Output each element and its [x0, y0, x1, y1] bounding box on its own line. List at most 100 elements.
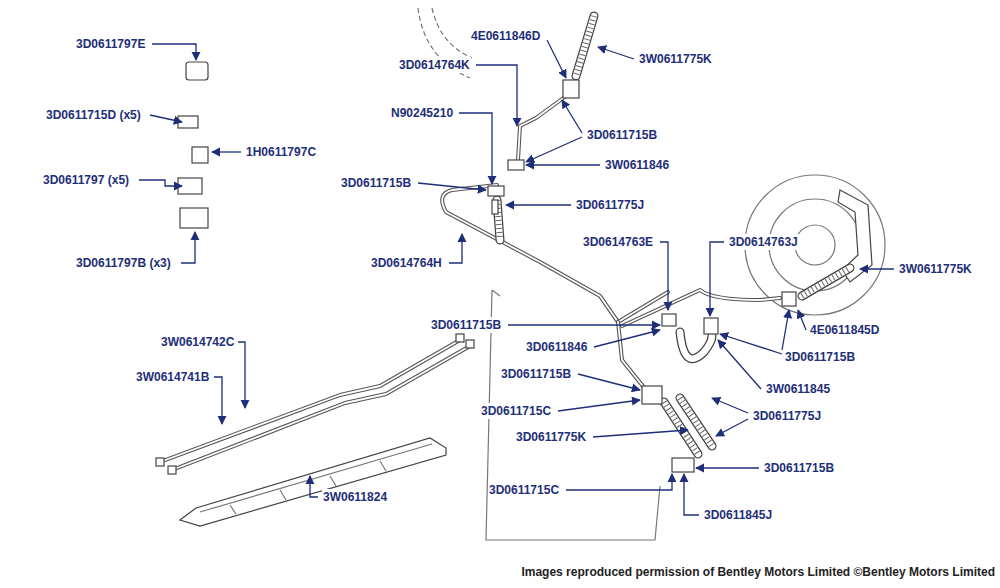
- leader-line: [150, 115, 182, 122]
- brake-hoses: [802, 268, 850, 296]
- leader-line: [310, 476, 318, 497]
- part-number: 3D0611797 (x5): [42, 172, 130, 188]
- brackets-and-clips: [180, 208, 208, 228]
- leader-line: [798, 310, 806, 330]
- brackets-and-clips: [186, 62, 208, 80]
- undertray: [180, 438, 446, 526]
- brackets-and-clips: [456, 334, 464, 342]
- leader-line: [566, 474, 672, 490]
- leader-line: [598, 47, 634, 59]
- part-number: 3D0611715C: [480, 403, 552, 419]
- brake-disc: [432, 8, 472, 58]
- leader-line: [712, 398, 748, 413]
- part-number: 3W0614742C: [160, 334, 235, 350]
- brackets-and-clips: [192, 147, 208, 163]
- leader-line: [508, 324, 660, 325]
- part-number: 3D0611715B: [340, 175, 412, 191]
- brackets-and-clips: [704, 318, 718, 334]
- part-number: 3D0611715C: [488, 482, 560, 498]
- leader-line: [152, 44, 196, 60]
- brake-hoses: [802, 268, 850, 296]
- leader-line: [506, 204, 571, 205]
- part-number: 3D0611845J: [703, 507, 773, 523]
- part-number: 3D0611797B (x3): [75, 255, 172, 271]
- brake-disc: [418, 8, 885, 315]
- brake-hoses: [576, 16, 594, 76]
- leader-line: [459, 113, 492, 184]
- part-number: 3W0611845: [765, 381, 831, 397]
- part-number: N90245210: [390, 105, 454, 121]
- leader-line: [720, 334, 782, 354]
- part-number: 3W0611775K: [898, 261, 973, 277]
- leader-line: [212, 151, 241, 152]
- part-number: 3W0611824: [322, 489, 388, 505]
- leader-line: [238, 342, 245, 408]
- brackets-and-clips: [492, 200, 498, 214]
- part-number: 3D0611775J: [575, 197, 645, 213]
- brake-disc: [795, 225, 835, 265]
- brackets-and-clips: [642, 386, 662, 404]
- copyright-note: Images reproduced permission of Bentley …: [520, 564, 996, 580]
- brake-hoses: [680, 332, 712, 359]
- part-number: 3D0611715B: [500, 366, 572, 382]
- brackets-and-clips: [488, 186, 504, 196]
- brake-pipes: [618, 322, 646, 390]
- leader-line: [860, 268, 894, 269]
- leader-line: [449, 234, 462, 263]
- part-number: 3D0611846: [525, 339, 588, 355]
- leader-line: [710, 242, 724, 316]
- brake-pipes: [518, 96, 566, 160]
- part-number: 4E0611846D: [470, 28, 541, 44]
- brackets-and-clips: [563, 80, 579, 98]
- part-number: 3D0611715B: [763, 460, 835, 476]
- brake-hoses: [680, 398, 712, 446]
- brake-pipes: [518, 96, 566, 160]
- leader-line: [214, 377, 222, 424]
- brake-hoses: [802, 268, 850, 296]
- leader-line: [139, 180, 182, 186]
- brake-pipes: [622, 290, 780, 326]
- part-number: 1H0611797C: [245, 144, 317, 160]
- leader-line: [718, 340, 761, 389]
- brake-hoses: [497, 16, 850, 454]
- part-number: 3D0611775J: [752, 408, 822, 424]
- leader-line: [684, 474, 699, 515]
- leader-line: [526, 164, 600, 165]
- brackets-and-clips: [156, 62, 796, 474]
- part-number: 3D0614764H: [370, 255, 443, 271]
- brake-hoses: [576, 16, 594, 76]
- leader-line: [782, 310, 789, 350]
- part-number: 3D0614763E: [582, 234, 654, 250]
- leader-line: [139, 40, 894, 515]
- leader-line: [660, 242, 668, 310]
- leader-line: [594, 330, 660, 347]
- undertray: [200, 444, 432, 514]
- part-number: 3D0614764K: [398, 57, 471, 73]
- part-number: 3D0611715B: [430, 317, 502, 333]
- frame-outline: [492, 290, 500, 296]
- leader-line: [476, 65, 517, 126]
- part-number: 3W0611775K: [638, 51, 713, 67]
- brackets-and-clips: [466, 340, 474, 348]
- part-number: 4E0611845D: [809, 322, 880, 338]
- brake-pipes: [622, 290, 780, 326]
- undertray: [180, 438, 446, 526]
- leader-line: [418, 183, 486, 190]
- brackets-and-clips: [672, 458, 694, 472]
- leader-line: [716, 419, 748, 436]
- part-number: 3D0611715B: [586, 127, 658, 143]
- part-number: 3W0614741B: [135, 369, 210, 385]
- leader-line: [181, 232, 195, 263]
- brackets-and-clips: [168, 466, 176, 474]
- leader-line: [578, 374, 640, 390]
- part-number: 3D0611797E: [75, 36, 146, 52]
- leader-line: [526, 137, 582, 162]
- brackets-and-clips: [782, 292, 796, 306]
- brake-hoses: [576, 16, 594, 76]
- leader-line: [562, 100, 582, 133]
- part-number: 3D0611715B: [784, 349, 856, 365]
- brake-hoses: [680, 398, 712, 446]
- part-number: 3D0611775K: [515, 429, 587, 445]
